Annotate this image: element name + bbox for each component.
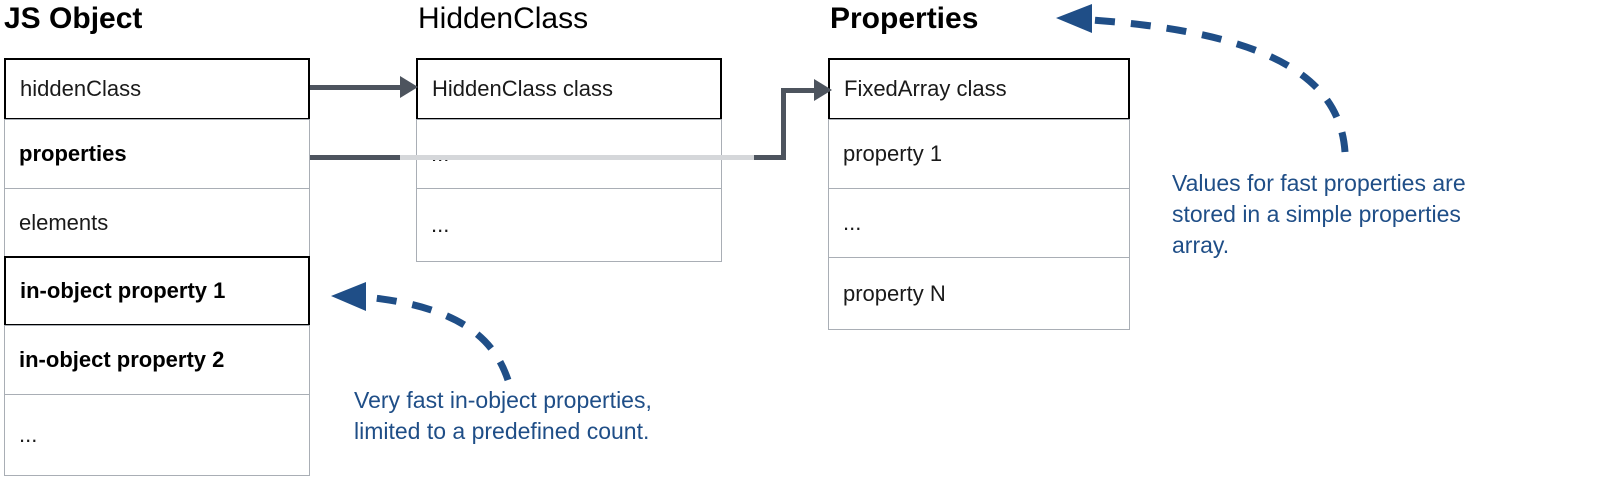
row-label: property 1 xyxy=(843,141,943,166)
row-label: elements xyxy=(19,210,109,235)
row-label: in-object property 1 xyxy=(20,278,226,303)
row-label: properties xyxy=(19,141,127,166)
row-label: property N xyxy=(843,280,946,306)
annotation-text-in-object-properties: Very fast in-object properties, limited … xyxy=(354,387,652,444)
annotation-arrow-properties-head xyxy=(1056,4,1092,33)
annotation-text-properties-array: Values for fast properties are stored in… xyxy=(1172,170,1466,258)
table-row: hiddenClass xyxy=(4,58,310,120)
connector-properties-segment-2 xyxy=(754,155,786,160)
annotation-arrow-in-object xyxy=(331,282,512,382)
table-row: property 1 xyxy=(828,119,1130,189)
table-row: property N xyxy=(828,257,1130,330)
table-row: HiddenClass class xyxy=(416,58,722,120)
row-label: ... xyxy=(431,141,450,166)
js-object-table: hiddenClass properties elements in-objec… xyxy=(4,58,310,476)
connector-properties-passthrough xyxy=(400,155,754,160)
table-row: elements xyxy=(4,188,310,258)
column-title-hiddenclass: HiddenClass xyxy=(418,2,589,35)
row-label: HiddenClass class xyxy=(432,76,613,101)
row-label: ... xyxy=(431,212,450,237)
connector-properties-riser xyxy=(781,88,786,160)
column-title-js-object: JS Object xyxy=(4,2,143,35)
table-row: FixedArray class xyxy=(828,58,1130,120)
connector-hiddenclass-arrowhead xyxy=(400,76,418,98)
column-title-properties: Properties xyxy=(830,2,979,35)
table-row: ... xyxy=(416,188,722,262)
connector-properties-arrowhead xyxy=(814,79,832,101)
row-label: ... xyxy=(19,422,38,447)
table-row: ... xyxy=(4,394,310,476)
table-row: in-object property 1 xyxy=(4,256,310,326)
table-row: ... xyxy=(828,188,1130,258)
table-row: ... xyxy=(416,119,722,189)
connector-properties-segment-1 xyxy=(310,155,402,160)
row-label: in-object property 2 xyxy=(19,347,225,372)
connector-properties-segment-3 xyxy=(781,88,817,93)
connector-hiddenclass-line xyxy=(310,85,402,90)
table-row: properties xyxy=(4,119,310,189)
hiddenclass-table: HiddenClass class ... ... xyxy=(416,58,722,262)
annotation-arrow-in-object-path xyxy=(364,293,512,382)
row-label: hiddenClass xyxy=(20,76,142,101)
annotation-arrow-in-object-head xyxy=(331,282,366,311)
properties-table: FixedArray class property 1 ... property… xyxy=(828,58,1130,330)
row-label: FixedArray class xyxy=(844,76,1007,101)
table-row: in-object property 2 xyxy=(4,325,310,395)
row-label: ... xyxy=(843,210,862,235)
